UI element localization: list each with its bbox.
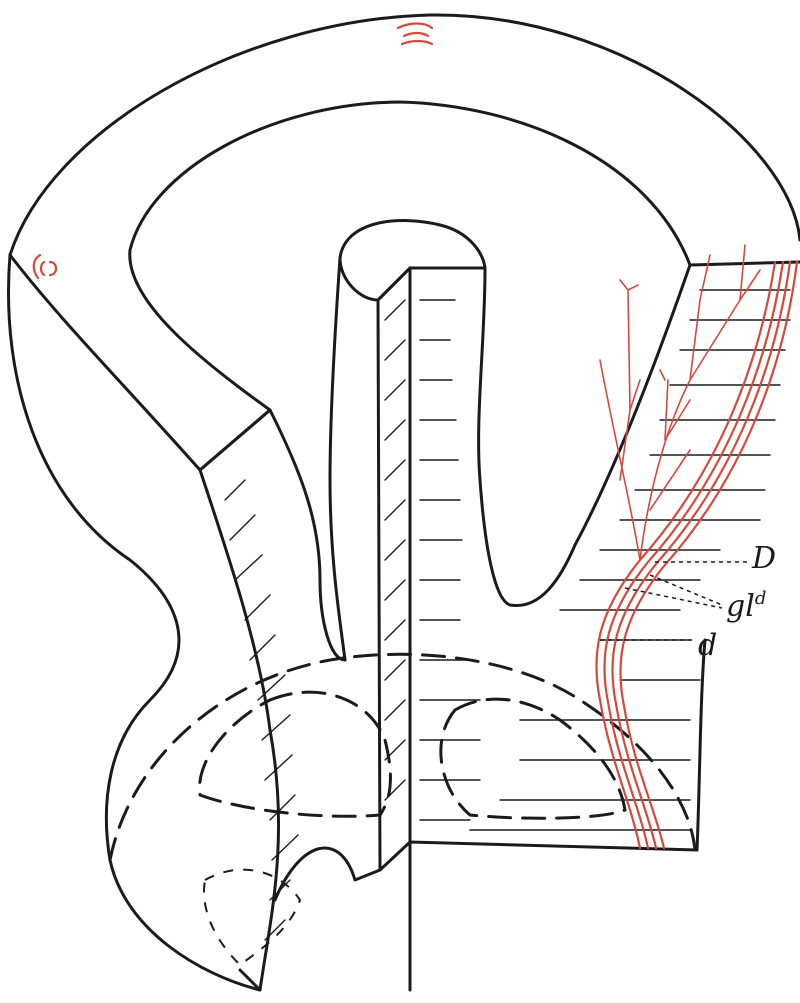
leader-gl-2	[625, 588, 722, 608]
label-gl-base: gl	[726, 589, 755, 624]
midline-hatching	[420, 300, 480, 820]
dashed-ellipse-outer	[110, 654, 695, 860]
dashed-left-cavity	[200, 692, 391, 816]
central-canal-left	[330, 258, 485, 660]
dashed-lower-cavity	[204, 870, 300, 965]
label-gl-superscript: d	[755, 588, 767, 609]
outer-contour	[9, 15, 800, 990]
label-gl: gld	[726, 588, 766, 624]
label-d: d	[698, 628, 717, 663]
red-mark-top	[398, 24, 432, 45]
midline-cut-face	[378, 268, 410, 990]
bottom-notch	[240, 842, 697, 990]
red-mark-left	[34, 255, 56, 278]
central-canal	[340, 221, 575, 606]
label-D: D	[751, 541, 776, 576]
ring-front-edge	[10, 255, 200, 470]
